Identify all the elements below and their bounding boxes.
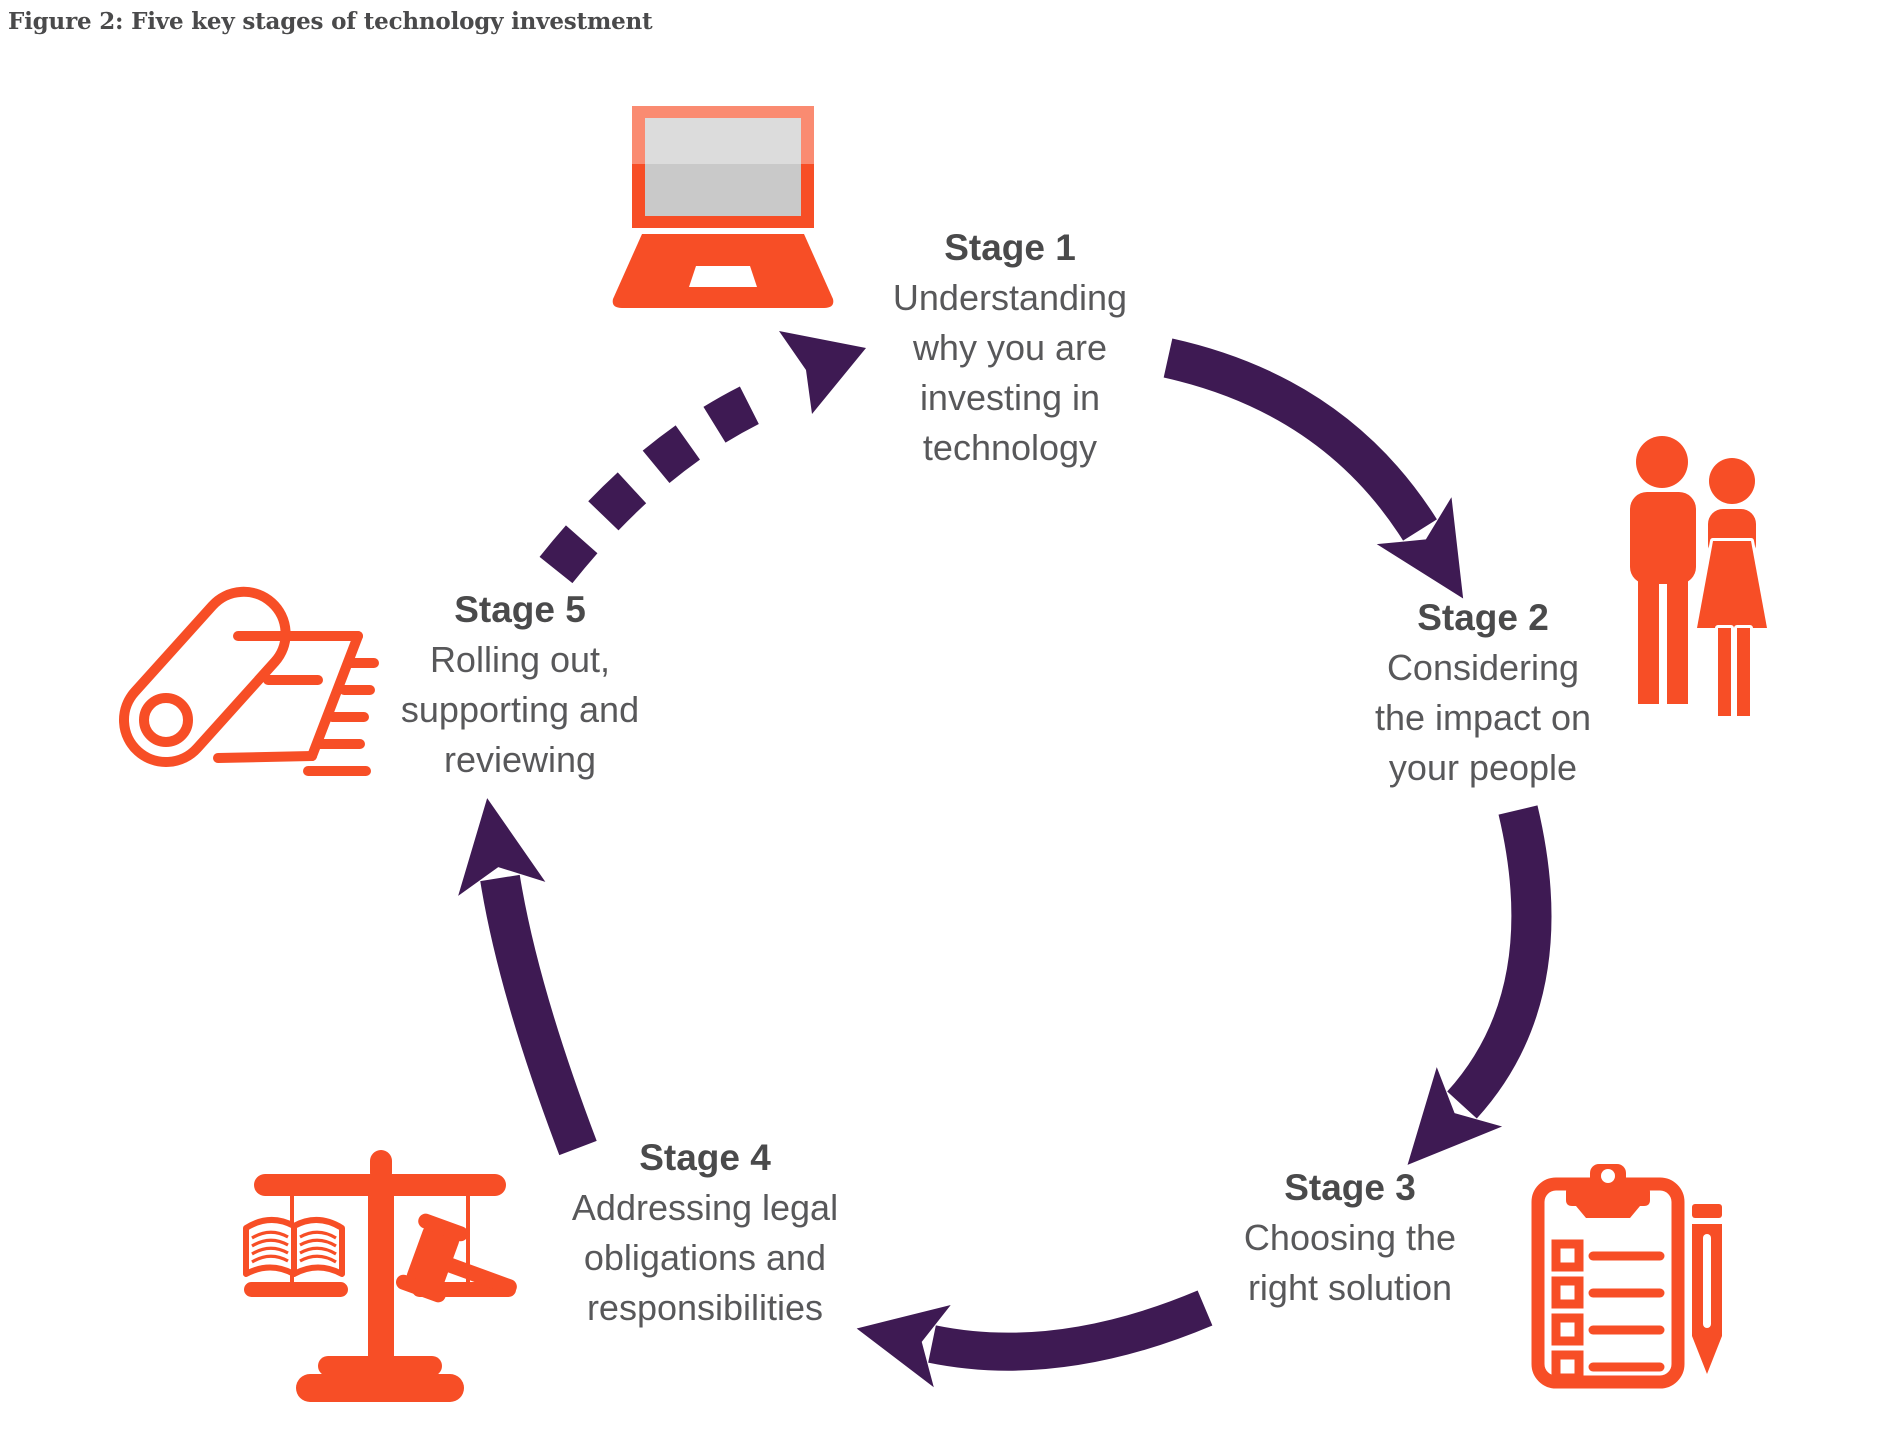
stage-1-block: Stage 1 Understanding why you are invest… xyxy=(850,223,1170,473)
stage-5-block: Stage 5 Rolling out, supporting and revi… xyxy=(350,585,690,785)
pencil xyxy=(1692,1204,1722,1374)
stage-4-title: Stage 4 xyxy=(639,1137,771,1178)
stage-1-title: Stage 1 xyxy=(944,227,1076,268)
stage-3-title: Stage 3 xyxy=(1284,1167,1416,1208)
laptop-icon xyxy=(612,106,834,308)
checklist-rows xyxy=(1551,1239,1665,1383)
stage-5-description: Rolling out, supporting and reviewing xyxy=(400,639,640,780)
woman-silhouette xyxy=(1694,455,1770,719)
rollout-carpet-icon xyxy=(118,586,379,778)
arrow-stage1-to-stage2 xyxy=(1163,338,1464,599)
open-book xyxy=(243,1217,345,1277)
gavel xyxy=(396,1213,517,1303)
stage-4-block: Stage 4 Addressing legal obligations and… xyxy=(525,1133,885,1333)
stage-5-title: Stage 5 xyxy=(454,589,586,630)
stage-2-block: Stage 2 Considering the impact on your p… xyxy=(1323,593,1643,793)
stage-3-description: Choosing the right solution xyxy=(1243,1217,1457,1308)
arrow-stage2-to-stage3 xyxy=(1407,805,1552,1165)
clipboard-checklist-icon xyxy=(1531,1164,1730,1396)
people-icon xyxy=(1612,436,1780,728)
stage-2-title: Stage 2 xyxy=(1417,597,1549,638)
scales-of-justice-icon xyxy=(232,1150,528,1402)
stage-3-block: Stage 3 Choosing the right solution xyxy=(1185,1163,1515,1313)
arrow-stage5-to-stage1-dashed xyxy=(539,381,770,584)
figure-title: Figure 2: Five key stages of technology … xyxy=(8,8,653,35)
stage-1-description: Understanding why you are investing in t… xyxy=(892,277,1128,468)
stage-2-description: Considering the impact on your people xyxy=(1374,647,1592,788)
man-silhouette xyxy=(1630,436,1696,704)
stage-4-description: Addressing legal obligations and respons… xyxy=(571,1187,839,1328)
arrow-stage4-to-stage5 xyxy=(458,798,597,1156)
arrow-stage3-to-stage4 xyxy=(856,1290,1213,1388)
